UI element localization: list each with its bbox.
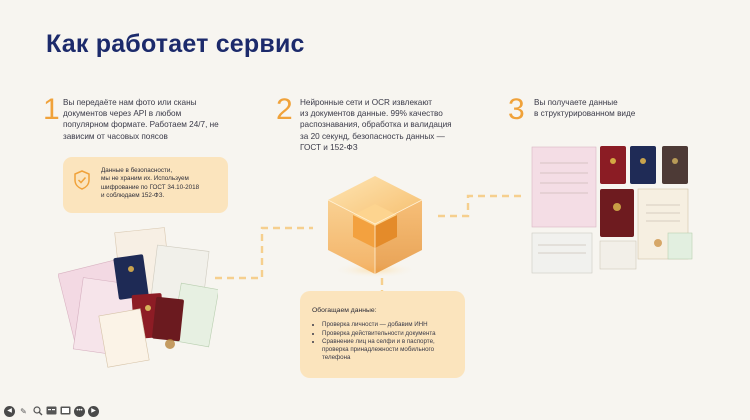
connector-left bbox=[215, 226, 313, 280]
step-1-line: документов через API в любом bbox=[63, 109, 182, 119]
step-2-line: из документов данные. 99% качество bbox=[300, 109, 443, 119]
security-text: Данные в безопасности, мы не храним их. … bbox=[101, 167, 225, 201]
step-1-line: зависим от часовых поясов bbox=[63, 131, 168, 141]
search-icon[interactable] bbox=[32, 406, 43, 417]
enrichment-title: Обогащаем данные: bbox=[312, 307, 377, 314]
security-line: и соблюдаем 152-ФЗ. bbox=[101, 192, 165, 200]
enrichment-item: Сравнение лиц на селфи и в паспорте, про… bbox=[322, 338, 462, 362]
step-2-line: ГОСТ и 152-ФЗ bbox=[300, 142, 358, 152]
slides-icon[interactable] bbox=[60, 406, 71, 417]
step-1-number: 1 bbox=[43, 93, 60, 126]
step-2-number: 2 bbox=[276, 93, 293, 126]
security-line: мы не храним их. Используем bbox=[101, 175, 189, 183]
enrichment-item: Проверка личности — добавим ИНН bbox=[322, 321, 462, 329]
connector-right bbox=[438, 194, 524, 218]
security-line: Данные в безопасности, bbox=[101, 167, 173, 174]
documents-pile-image bbox=[58, 227, 218, 368]
arrow-left-icon[interactable]: ◀ bbox=[4, 406, 15, 417]
security-card: Данные в безопасности, мы не храним их. … bbox=[63, 157, 228, 213]
step-3-line: в структурированном виде bbox=[534, 109, 636, 119]
enrichment-card: Обогащаем данные: Проверка личности — до… bbox=[300, 291, 465, 378]
step-3-text: Вы получаете данные в структурированном … bbox=[534, 97, 635, 119]
enrichment-list: Проверка личности — добавим ИНН Проверка… bbox=[312, 321, 462, 363]
step-1-text: Вы передаёте нам фото или сканы документ… bbox=[63, 97, 219, 142]
step-2-line: за 20 секунд, безопасность данных — bbox=[300, 131, 445, 141]
presentation-toolbar: ◀ ✎ ••• ▶ bbox=[4, 405, 99, 418]
step-1-line: популярном формате. Работаем 24/7, не bbox=[63, 120, 219, 130]
step-2-line: Нейронные сети и OCR извлекают bbox=[300, 98, 433, 107]
more-icon[interactable]: ••• bbox=[74, 406, 85, 417]
step-1-line: Вы передаёте нам фото или сканы bbox=[63, 98, 197, 107]
page-title: Как работает сервис bbox=[46, 30, 305, 58]
step-2-text: Нейронные сети и OCR извлекают из докуме… bbox=[300, 97, 452, 153]
arrow-right-icon[interactable]: ▶ bbox=[88, 406, 99, 417]
pen-icon[interactable]: ✎ bbox=[20, 407, 27, 416]
cube-illustration bbox=[327, 176, 423, 278]
step-3-number: 3 bbox=[508, 93, 525, 126]
enrichment-item: Проверка действительности документа bbox=[322, 330, 462, 338]
step-2-line: распознавания, обработка и валидация bbox=[300, 120, 452, 130]
step-3-line: Вы получаете данные bbox=[534, 98, 618, 107]
shield-check-icon bbox=[73, 170, 91, 190]
security-line: шифрование по ГОСТ 34.10-2018 bbox=[101, 183, 200, 191]
captions-icon[interactable] bbox=[46, 406, 57, 417]
structured-documents-image bbox=[531, 146, 693, 274]
